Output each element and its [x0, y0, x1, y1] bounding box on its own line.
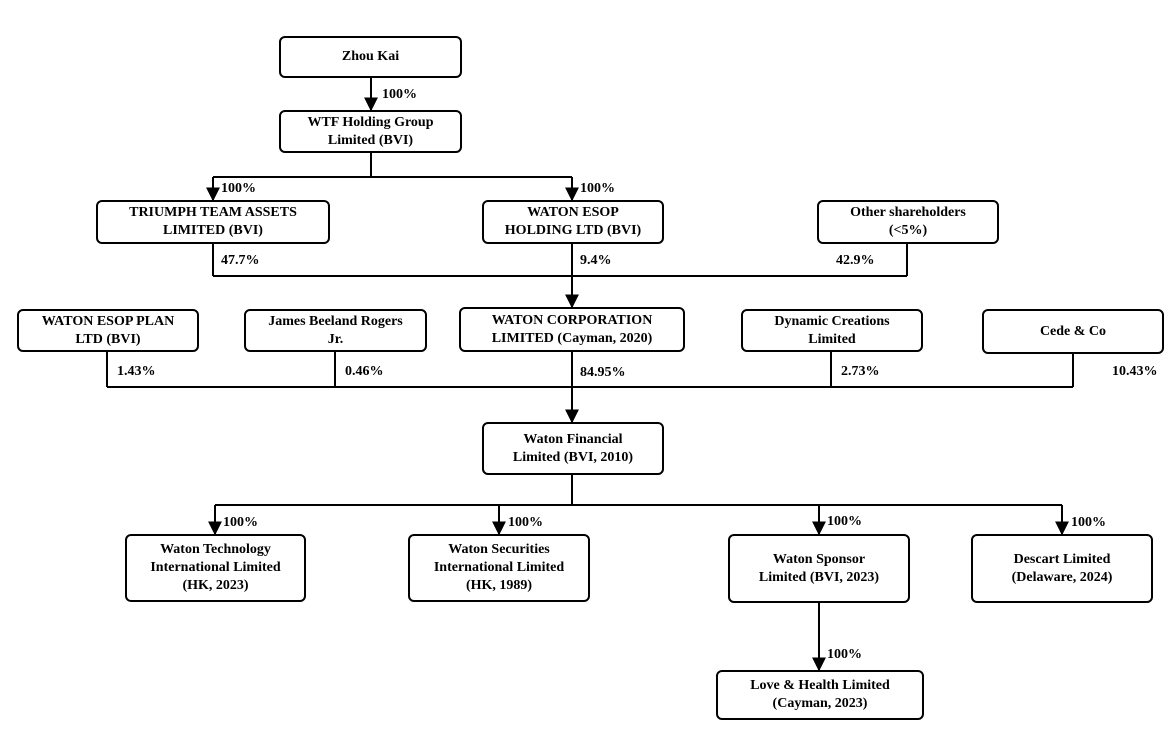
entity-label: WATON CORPORATION LIMITED (Cayman, 2020)	[491, 312, 653, 346]
pct-sponsor-love: 100%	[827, 647, 862, 662]
pct-dynamic-fin: 2.73%	[841, 364, 880, 379]
pct-wtf-esop-holding: 100%	[580, 181, 615, 196]
pct-fin-sec: 100%	[508, 515, 543, 530]
entity-label: Love & Health Limited (Cayman, 2023)	[750, 678, 890, 711]
entity-label: Waton Sponsor Limited (BVI, 2023)	[758, 551, 880, 585]
entity-zhou-kai: Zhou Kai	[279, 36, 462, 78]
entity-label: Cede & Co	[1039, 323, 1107, 339]
entity-label: Descart Limited (Delaware, 2024)	[1011, 551, 1113, 585]
entity-label: Waton Technology International Limited (…	[150, 542, 281, 593]
pct-fin-sponsor: 100%	[827, 514, 862, 529]
entity-waton-esop-plan: WATON ESOP PLAN LTD (BVI)	[17, 309, 199, 352]
pct-rogers-fin: 0.46%	[345, 364, 384, 379]
entity-cede-co: Cede & Co	[982, 309, 1164, 354]
entity-label: Zhou Kai	[341, 49, 400, 64]
pct-esop-plan-fin: 1.43%	[117, 364, 156, 379]
entity-other-shareholders: Other shareholders (<5%)	[817, 200, 999, 244]
entity-label: TRIUMPH TEAM ASSETS LIMITED (BVI)	[129, 205, 297, 238]
entity-dynamic-creations: Dynamic Creations Limited	[741, 309, 923, 352]
entity-label: James Beeland Rogers Jr.	[268, 313, 403, 347]
pct-cede-fin: 10.43%	[1112, 364, 1158, 379]
entity-waton-financial: Waton Financial Limited (BVI, 2010)	[482, 422, 664, 475]
entity-james-rogers: James Beeland Rogers Jr.	[244, 309, 427, 352]
pct-corp-fin: 84.95%	[580, 365, 626, 380]
pct-fin-descart: 100%	[1071, 515, 1106, 530]
entity-label: Dynamic Creations Limited	[774, 313, 890, 347]
entity-label: Waton Securities International Limited (…	[433, 542, 565, 593]
entity-label: WATON ESOP HOLDING LTD (BVI)	[504, 205, 642, 238]
pct-fin-tech: 100%	[223, 515, 258, 530]
entity-waton-corporation: WATON CORPORATION LIMITED (Cayman, 2020)	[459, 307, 685, 352]
pct-wtf-triumph: 100%	[221, 181, 256, 196]
pct-triumph-corp: 47.7%	[221, 253, 260, 268]
entity-label: WTF Holding Group Limited (BVI)	[307, 114, 434, 148]
entity-waton-esop-holding: WATON ESOP HOLDING LTD (BVI)	[482, 200, 664, 244]
entity-wtf-holding: WTF Holding Group Limited (BVI)	[279, 110, 462, 153]
pct-zhou-wtf: 100%	[382, 87, 417, 102]
entity-waton-technology: Waton Technology International Limited (…	[125, 534, 306, 602]
pct-other-corp: 42.9%	[836, 253, 875, 268]
entity-triumph-team-assets: TRIUMPH TEAM ASSETS LIMITED (BVI)	[96, 200, 330, 244]
entity-love-health: Love & Health Limited (Cayman, 2023)	[716, 670, 924, 720]
entity-descart: Descart Limited (Delaware, 2024)	[971, 534, 1153, 603]
entity-label: WATON ESOP PLAN LTD (BVI)	[41, 313, 175, 347]
entity-label: Other shareholders (<5%)	[850, 205, 966, 238]
pct-esop-holding-corp: 9.4%	[580, 253, 612, 268]
entity-label: Waton Financial Limited (BVI, 2010)	[512, 431, 634, 465]
entity-waton-sponsor: Waton Sponsor Limited (BVI, 2023)	[728, 534, 910, 603]
entity-waton-securities: Waton Securities International Limited (…	[408, 534, 590, 602]
